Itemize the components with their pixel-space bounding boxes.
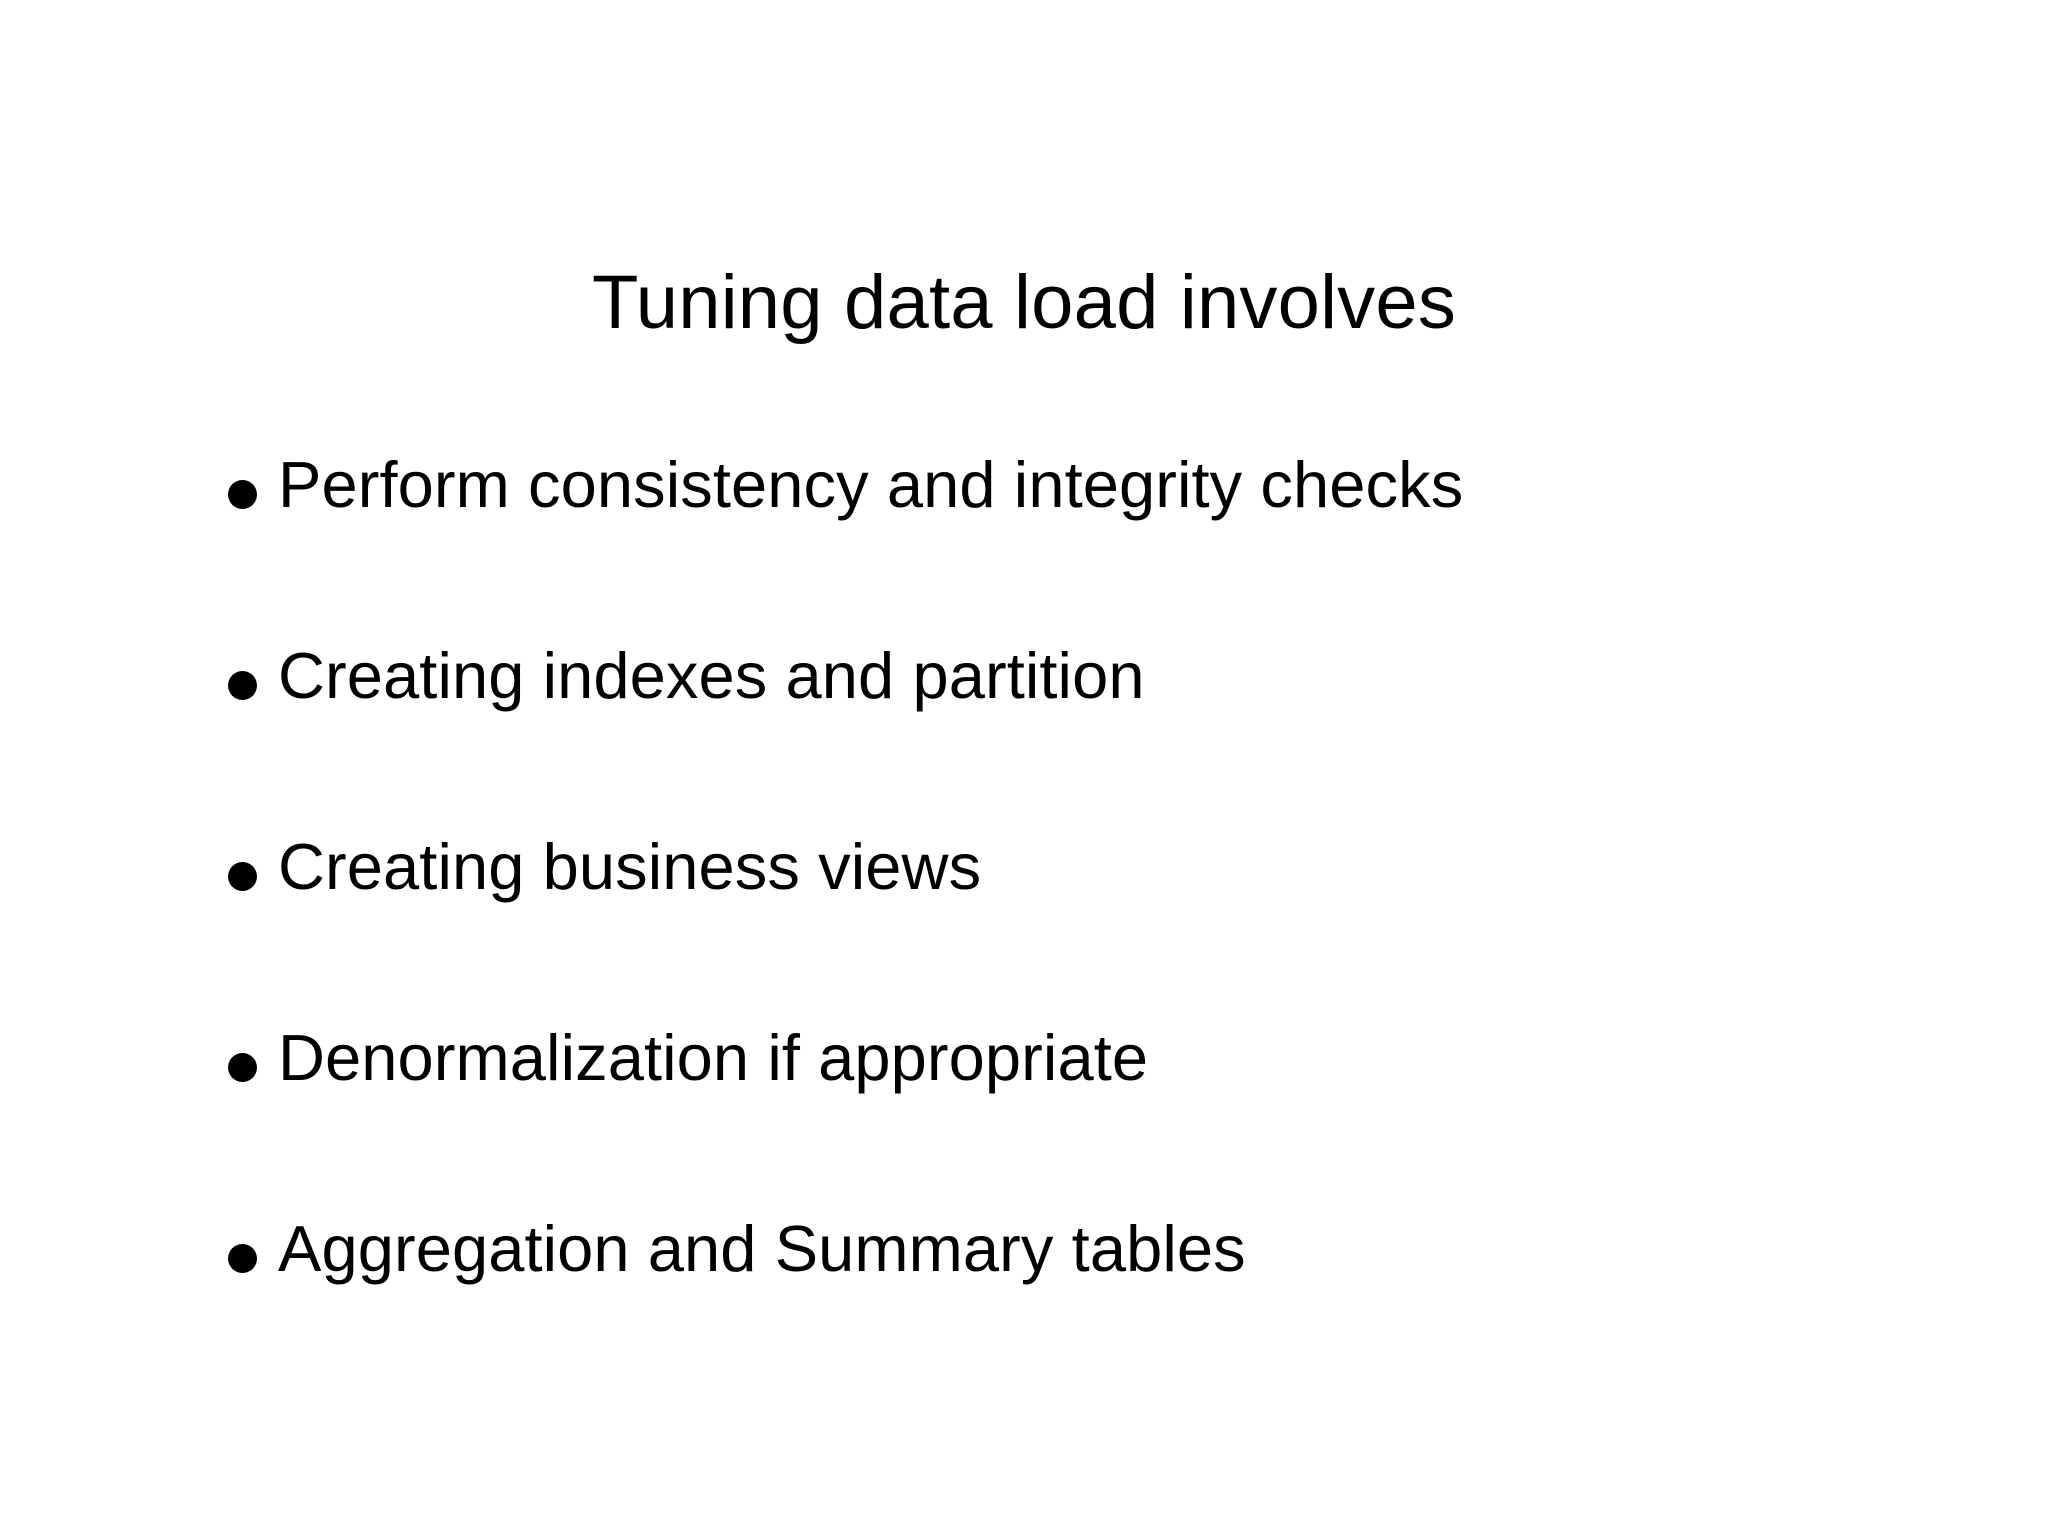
bullet-item-label: Creating business views: [278, 830, 982, 903]
list-item: Aggregation and Summary tables: [228, 1216, 1928, 1407]
list-item: Creating indexes and partition: [228, 643, 1928, 834]
bullet-item-label: Perform consistency and integrity checks: [278, 448, 1464, 521]
list-item: Denormalization if appropriate: [228, 1025, 1928, 1216]
list-item: Creating business views: [228, 834, 1928, 1025]
bullet-list: Perform consistency and integrity checks…: [228, 452, 1928, 1407]
bullet-circle-icon: [228, 480, 257, 509]
bullet-item-label: Aggregation and Summary tables: [278, 1212, 1246, 1285]
bullet-item-label: Creating indexes and partition: [278, 639, 1145, 712]
bullet-circle-icon: [228, 862, 257, 891]
bullet-item-label: Denormalization if appropriate: [278, 1021, 1149, 1094]
bullet-circle-icon: [228, 1244, 257, 1273]
list-item: Perform consistency and integrity checks: [228, 452, 1928, 643]
bullet-circle-icon: [228, 1053, 257, 1082]
bullet-circle-icon: [228, 671, 257, 700]
page-title: Tuning data load involves: [591, 259, 1457, 345]
